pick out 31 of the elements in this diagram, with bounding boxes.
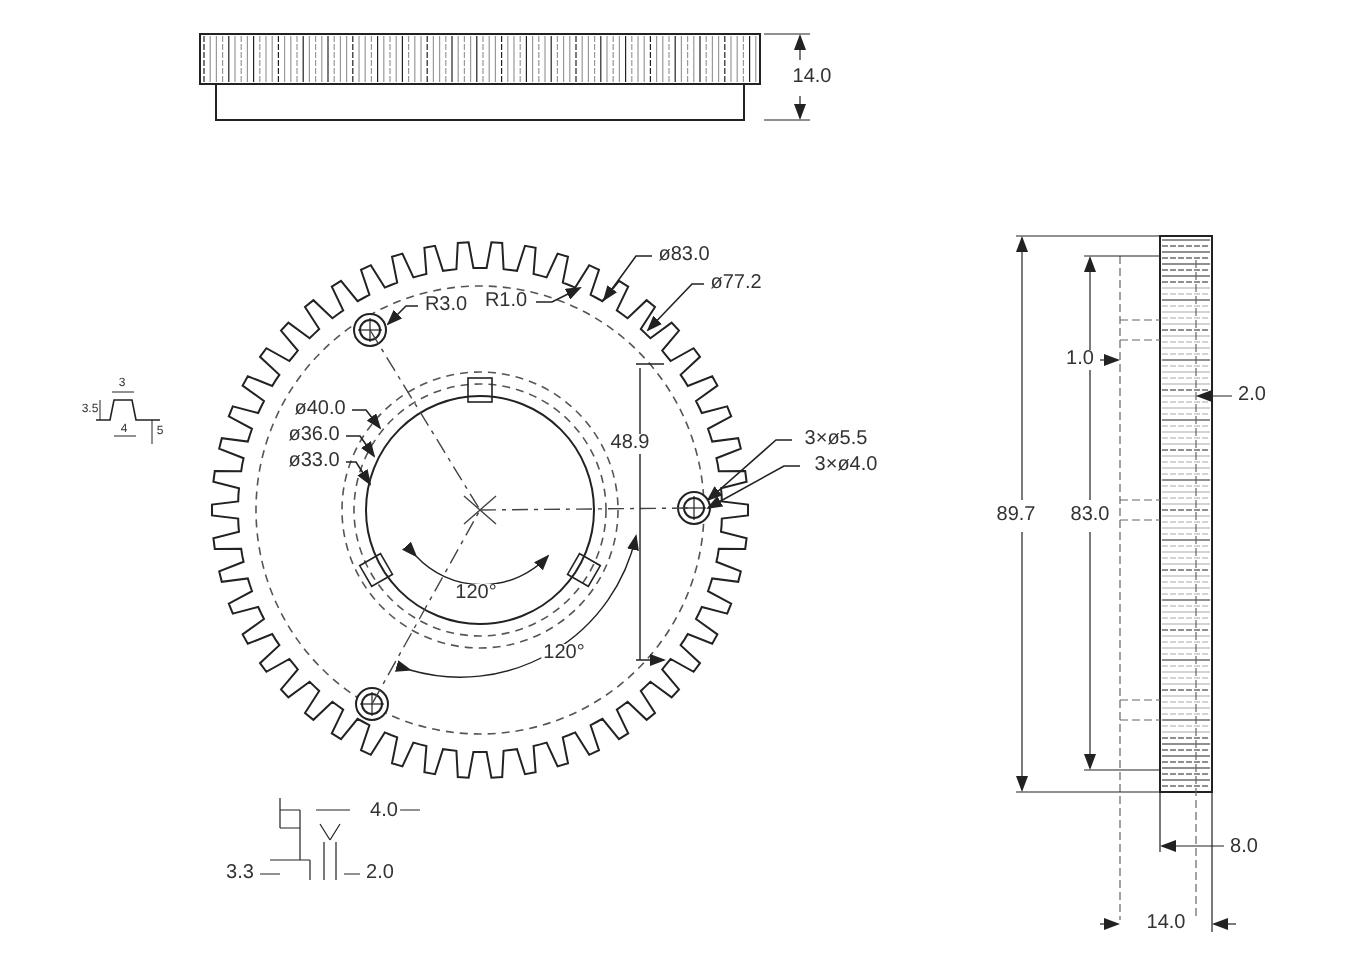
dimension-label: R3.0 [422, 296, 470, 316]
dimension-label: 8.0 [1228, 838, 1260, 858]
dimension-label: R1.0 [482, 292, 530, 312]
dimension-label: ø40.0 [292, 400, 348, 420]
dimension-label: ø36.0 [286, 426, 342, 446]
dimension-label: 48.9 [608, 434, 652, 454]
leader-line [345, 461, 372, 486]
leader-line [386, 305, 419, 326]
leader-line [706, 439, 793, 502]
dimension-label: 120° [541, 644, 587, 664]
leader-line [351, 409, 382, 430]
dimension-label: ø83.0 [656, 246, 712, 266]
leader-line [602, 255, 653, 302]
dimension-label: 89.7 [994, 506, 1038, 526]
dimension-label: 3.3 [224, 864, 256, 884]
dimension-label: 120° [453, 584, 499, 604]
dimension-label: ø77.2 [708, 274, 764, 294]
leader-line [345, 435, 376, 458]
dimension-label: 3×ø4.0 [812, 456, 880, 476]
dimension-label: ø33.0 [286, 452, 342, 472]
dimension-label: 14.0 [790, 68, 834, 88]
dimension-label: 3×ø5.5 [802, 430, 870, 450]
dimension-label: 4.0 [368, 802, 400, 822]
dimension-label: 2.0 [1236, 386, 1268, 406]
leader-line [706, 465, 801, 509]
dimension-label: 14.0 [1144, 914, 1188, 934]
dimension-label: 83.0 [1068, 506, 1112, 526]
dimension-label: 1.0 [1064, 350, 1096, 370]
leader-line [535, 287, 582, 303]
leader-line [646, 283, 705, 332]
dimension-label: 2.0 [364, 864, 396, 884]
